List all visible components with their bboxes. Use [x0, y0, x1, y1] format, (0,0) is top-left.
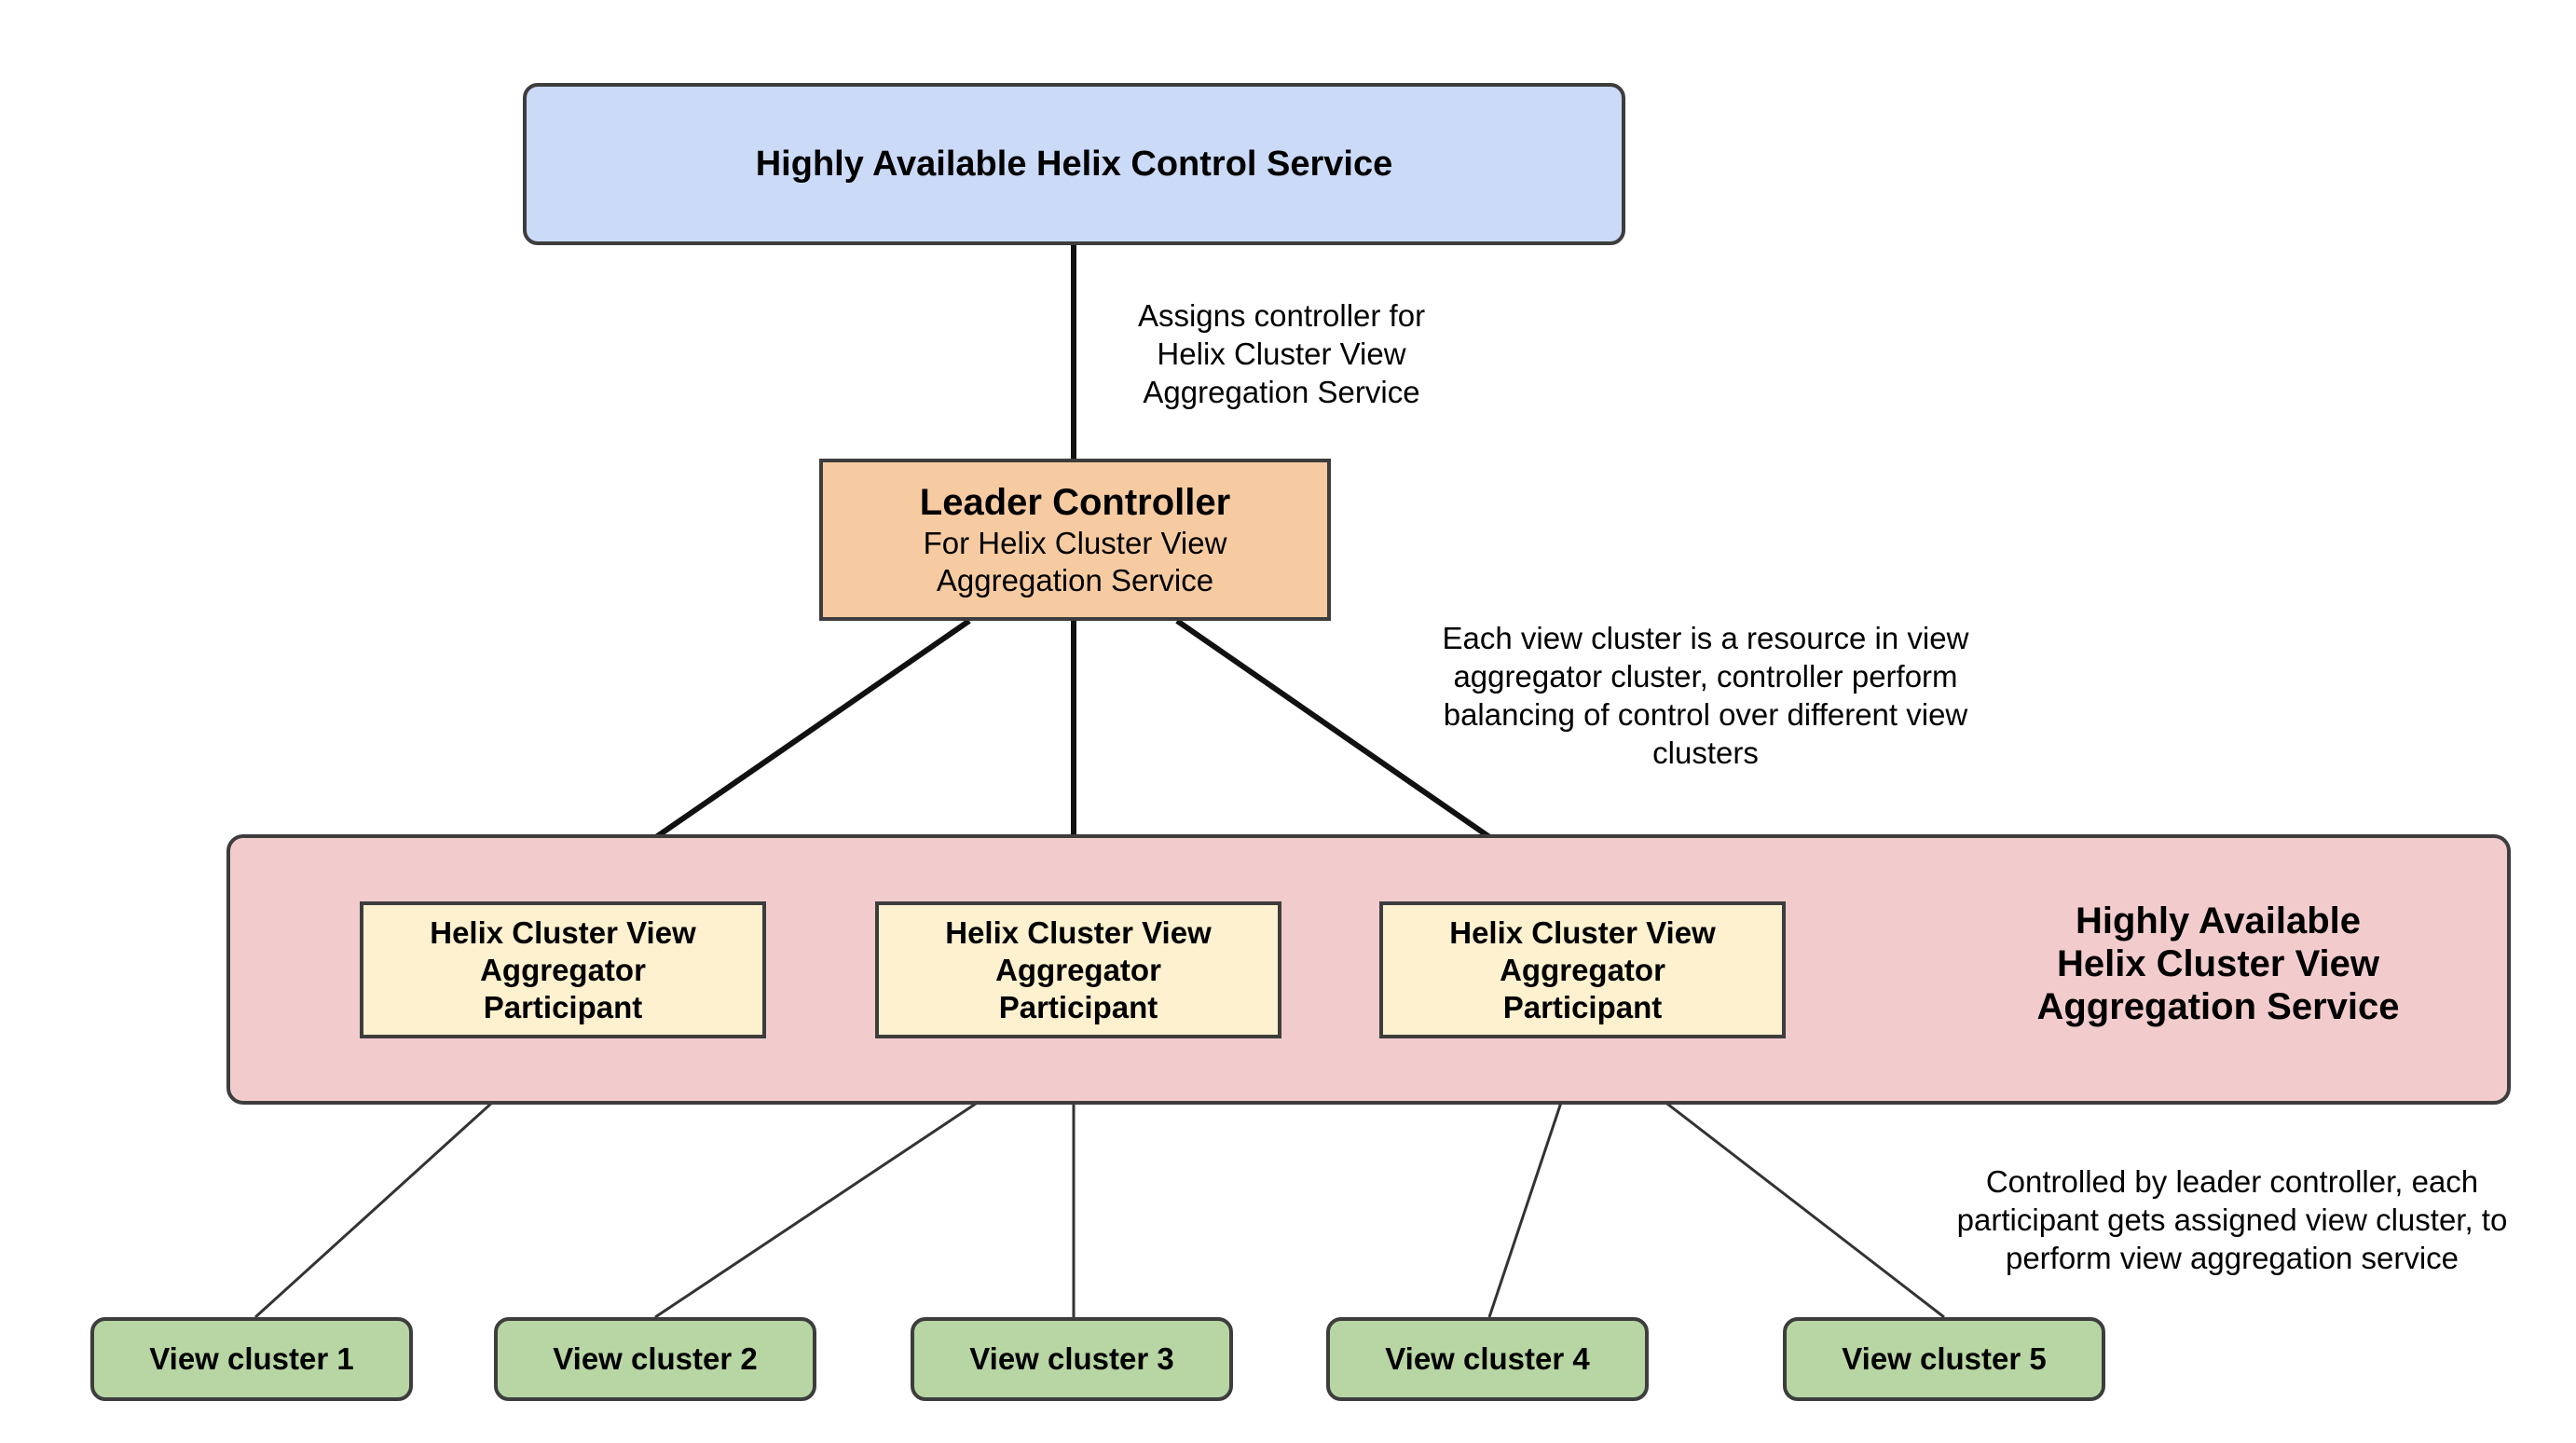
- view-cluster-5: View cluster 5: [1783, 1317, 2105, 1401]
- annotation-line: Controlled by leader controller, each: [1985, 1164, 2479, 1199]
- aggregation-service-label-line: Helix Cluster View: [2056, 943, 2380, 984]
- participant-label-line: Participant: [998, 989, 1158, 1024]
- view-cluster-1: View cluster 1: [90, 1317, 413, 1401]
- aggregator-participant-2: Helix Cluster View Aggregator Participan…: [875, 901, 1281, 1038]
- aggregation-service-label: Highly Available Helix Cluster View Aggr…: [1985, 900, 2451, 1028]
- aggregator-participant-3: Helix Cluster View Aggregator Participan…: [1379, 901, 1786, 1038]
- participant-label-line: Aggregator: [1500, 952, 1665, 987]
- participant-label-line: Helix Cluster View: [1449, 914, 1716, 950]
- view-cluster-label: View cluster 4: [1385, 1341, 1590, 1376]
- participant-label-line: Helix Cluster View: [430, 914, 696, 950]
- control-service-box: Highly Available Helix Control Service: [523, 83, 1625, 245]
- annotation-line: aggregator cluster, controller perform: [1453, 659, 1958, 694]
- annotation-line: Aggregation Service: [1143, 375, 1420, 409]
- annotation-line: perform view aggregation service: [2005, 1241, 2460, 1275]
- view-cluster-3: View cluster 3: [911, 1317, 1233, 1401]
- participant-label-line: Participant: [1502, 989, 1663, 1024]
- leader-controller-box: Leader Controller For Helix Cluster View…: [819, 459, 1331, 621]
- annotation-line: Helix Cluster View: [1157, 337, 1406, 371]
- annotation-line: balancing of control over different view: [1443, 697, 1968, 732]
- annotation-line: Assigns controller for: [1137, 298, 1426, 333]
- aggregation-service-container: [226, 834, 2511, 1105]
- leader-controller-title: Leader Controller: [919, 482, 1231, 523]
- view-cluster-label: View cluster 3: [969, 1341, 1174, 1376]
- view-cluster-label: View cluster 2: [553, 1341, 758, 1376]
- leader-controller-subtitle: Aggregation Service: [936, 563, 1214, 598]
- aggregator-participant-1: Helix Cluster View Aggregator Participan…: [360, 901, 766, 1038]
- balancing-annotation: Each view cluster is a resource in view …: [1393, 619, 2018, 772]
- participant-label-line: Aggregator: [480, 952, 646, 987]
- view-cluster-4: View cluster 4: [1326, 1317, 1649, 1401]
- aggregation-service-label-line: Aggregation Service: [2036, 986, 2400, 1027]
- annotation-line: participant gets assigned view cluster, …: [1956, 1202, 2508, 1237]
- aggregation-service-label-line: Highly Available: [2075, 900, 2361, 941]
- control-service-label: Highly Available Helix Control Service: [755, 144, 1393, 184]
- assign-annotation: Assigns controller for Helix Cluster Vie…: [1072, 296, 1491, 411]
- participant-label-line: Helix Cluster View: [945, 914, 1212, 950]
- view-cluster-2: View cluster 2: [494, 1317, 816, 1401]
- view-cluster-label: View cluster 1: [149, 1341, 354, 1376]
- annotation-line: Each view cluster is a resource in view: [1442, 621, 1969, 655]
- view-cluster-label: View cluster 5: [1842, 1341, 2047, 1376]
- controlled-annotation: Controlled by leader controller, each pa…: [1915, 1162, 2549, 1277]
- annotation-line: clusters: [1652, 735, 1759, 770]
- leader-controller-subtitle: For Helix Cluster View: [923, 526, 1227, 560]
- participant-label-line: Aggregator: [995, 952, 1161, 987]
- participant-label-line: Participant: [483, 989, 643, 1024]
